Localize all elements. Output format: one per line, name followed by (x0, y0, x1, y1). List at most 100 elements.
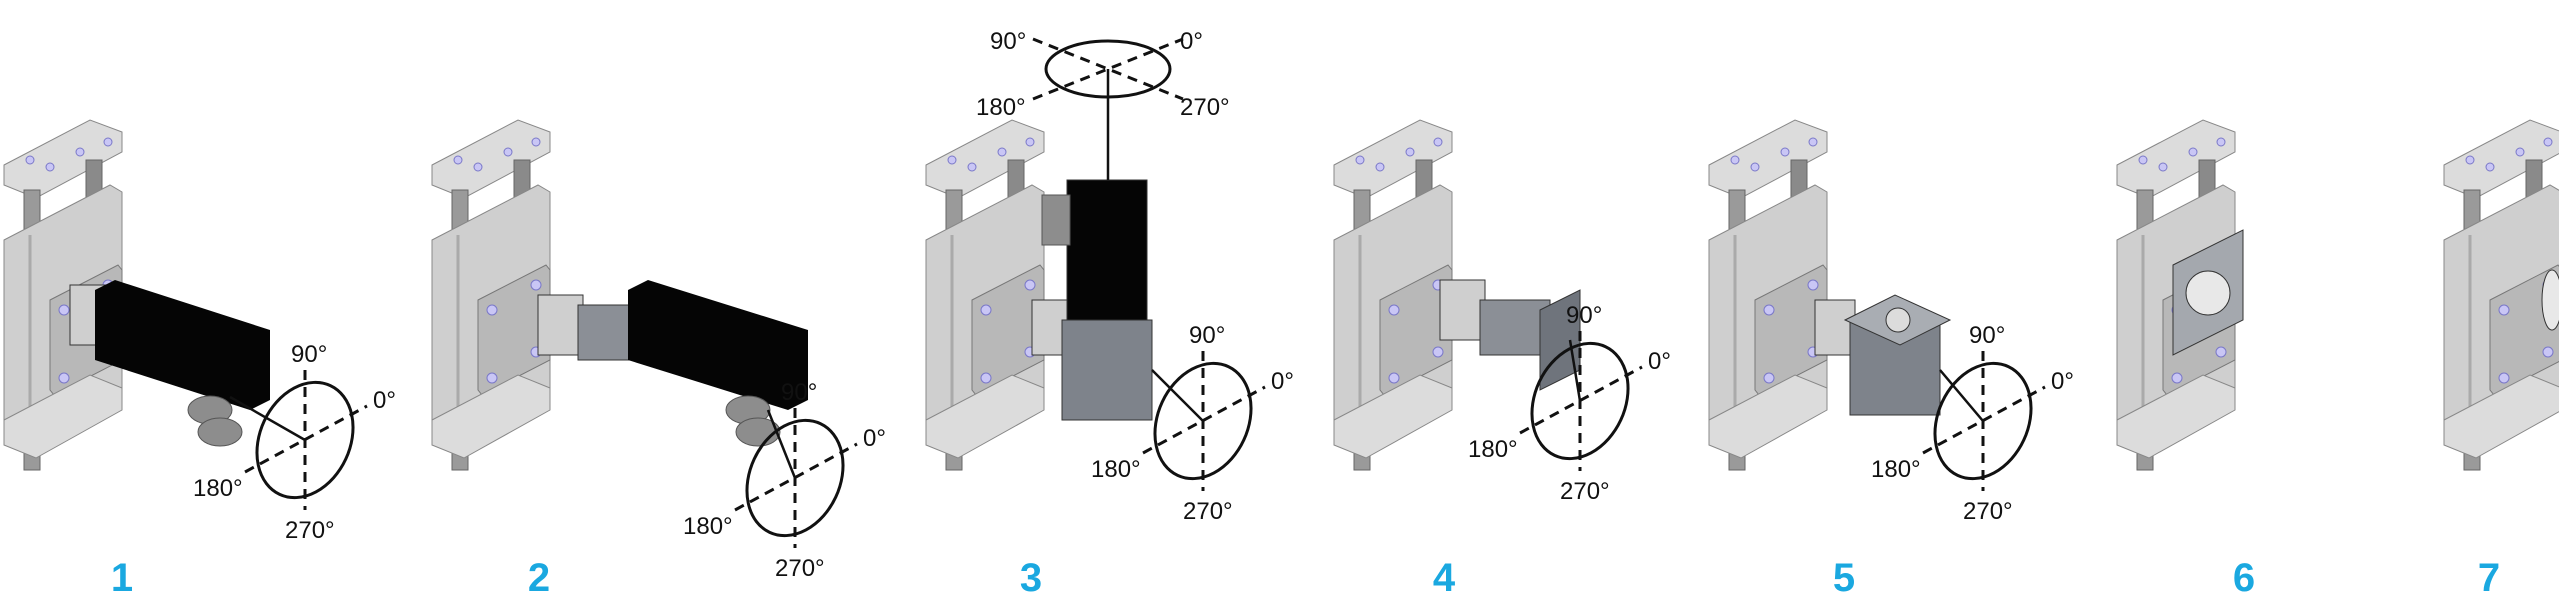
bottom-plate (3, 374, 123, 459)
motor-connector (1041, 194, 1071, 246)
screw-head (58, 372, 70, 384)
screw-head (103, 137, 113, 147)
orientation-ellipse (745, 418, 845, 538)
screw-head (2543, 137, 2553, 147)
screw-head (486, 304, 498, 316)
motor-axis-line (766, 409, 797, 479)
angle-label-deg270: 270° (1963, 498, 2013, 525)
angle-label-deg270: 270° (285, 517, 335, 544)
top-plate (2116, 119, 2236, 199)
carriage-plate (1379, 264, 1453, 396)
screw-head (2215, 346, 2227, 358)
screw-head (503, 147, 513, 157)
angle-label-deg90: 90° (990, 28, 1026, 55)
angle-label-deg180: 180° (1468, 436, 1518, 463)
panel-4: 90°0°180°270° (1333, 119, 1671, 505)
screw-head (1763, 372, 1775, 384)
screw-head (486, 372, 498, 384)
angle-label-deg270: 270° (775, 555, 825, 582)
screw-head (530, 279, 542, 291)
axis-line (1142, 385, 1266, 455)
carriage-plate (477, 264, 551, 396)
panel-2: 90°0°180°270° (431, 119, 886, 582)
angle-label-deg90: 90° (1969, 322, 2005, 349)
panel-number-3: 3 (1019, 556, 1043, 600)
flange-bore (2185, 270, 2231, 316)
servo-motor (95, 280, 270, 410)
screw-head (1808, 137, 1818, 147)
angle-label-deg180: 180° (976, 94, 1026, 121)
carriage-plate (1754, 264, 1828, 396)
panel-7 (2443, 119, 2559, 471)
orientation-ellipse (1530, 341, 1630, 461)
top-plate (2443, 119, 2559, 199)
angle-label-deg0: 0° (373, 387, 396, 414)
angle-label-deg90: 90° (1189, 322, 1225, 349)
screw-head (473, 162, 483, 172)
screw-head (1433, 137, 1443, 147)
panel-6 (2116, 119, 2244, 471)
motor-axis-line (1151, 369, 1204, 422)
angle-label-deg180: 180° (193, 475, 243, 502)
panel-number-4: 4 (1432, 556, 1456, 600)
bottom-plate (1333, 374, 1453, 459)
angle-label-deg180: 180° (1091, 456, 1141, 483)
motor-axis-line (229, 395, 306, 442)
screw-head (1025, 137, 1035, 147)
panel-number-6: 6 (2232, 556, 2256, 600)
angle-label-deg90: 90° (291, 341, 327, 368)
angle-label-deg0: 0° (1271, 368, 1294, 395)
panel-1: 90° 0° 180° 270° (3, 119, 396, 544)
angle-gearbox (1061, 319, 1153, 421)
gearbox (577, 304, 634, 361)
angle-label-deg270: 270° (1183, 498, 1233, 525)
axis-line (1922, 385, 2046, 455)
screw-head (980, 372, 992, 384)
top-plate (431, 119, 551, 199)
screw-head (1780, 147, 1790, 157)
panel-3: 90° 0° 180° 270° 90° 0° 180° 270° (925, 28, 1294, 525)
angle-label-deg0: 0° (1648, 348, 1671, 375)
axis-line (734, 442, 858, 512)
top-plate (1708, 119, 1828, 199)
screw-head (2498, 372, 2510, 384)
motor-axis-line (1568, 339, 1582, 402)
angle-label-deg0: 0° (863, 425, 886, 452)
screw-head (1750, 162, 1760, 172)
screw-head (45, 162, 55, 172)
top-plate (3, 119, 123, 199)
shaft-bore (2541, 269, 2559, 331)
axis-line (1519, 365, 1643, 435)
angle-label-deg270: 270° (1180, 94, 1230, 121)
screw-head (967, 162, 977, 172)
screw-head (531, 137, 541, 147)
screw-head (2188, 147, 2198, 157)
screw-head (2515, 147, 2525, 157)
top-plate (925, 119, 1045, 199)
axis-line (244, 404, 368, 474)
servo-motor (628, 280, 808, 410)
screw-head (980, 304, 992, 316)
screw-head (997, 147, 1007, 157)
screw-head (1730, 155, 1740, 165)
screw-head (1432, 346, 1444, 358)
bottom-plate (431, 374, 551, 459)
orientation-ellipse (255, 380, 355, 500)
axis-line (1032, 37, 1184, 101)
screw-head (1375, 162, 1385, 172)
screw-head (947, 155, 957, 165)
screw-head (453, 155, 463, 165)
angle-label-deg90: 90° (781, 379, 817, 406)
motor-axis-line (1939, 369, 1984, 422)
angle-label-deg0: 0° (2051, 368, 2074, 395)
bottom-plate (2443, 374, 2559, 459)
screw-head (1807, 279, 1819, 291)
output-shaft (1885, 307, 1911, 333)
screw-head (2138, 155, 2148, 165)
angle-label-deg0: 0° (1180, 28, 1203, 55)
panel-number-7: 7 (2477, 556, 2501, 600)
adapter (1814, 299, 1856, 356)
panel-number-2: 2 (527, 556, 551, 600)
angle-label-deg180: 180° (1871, 456, 1921, 483)
